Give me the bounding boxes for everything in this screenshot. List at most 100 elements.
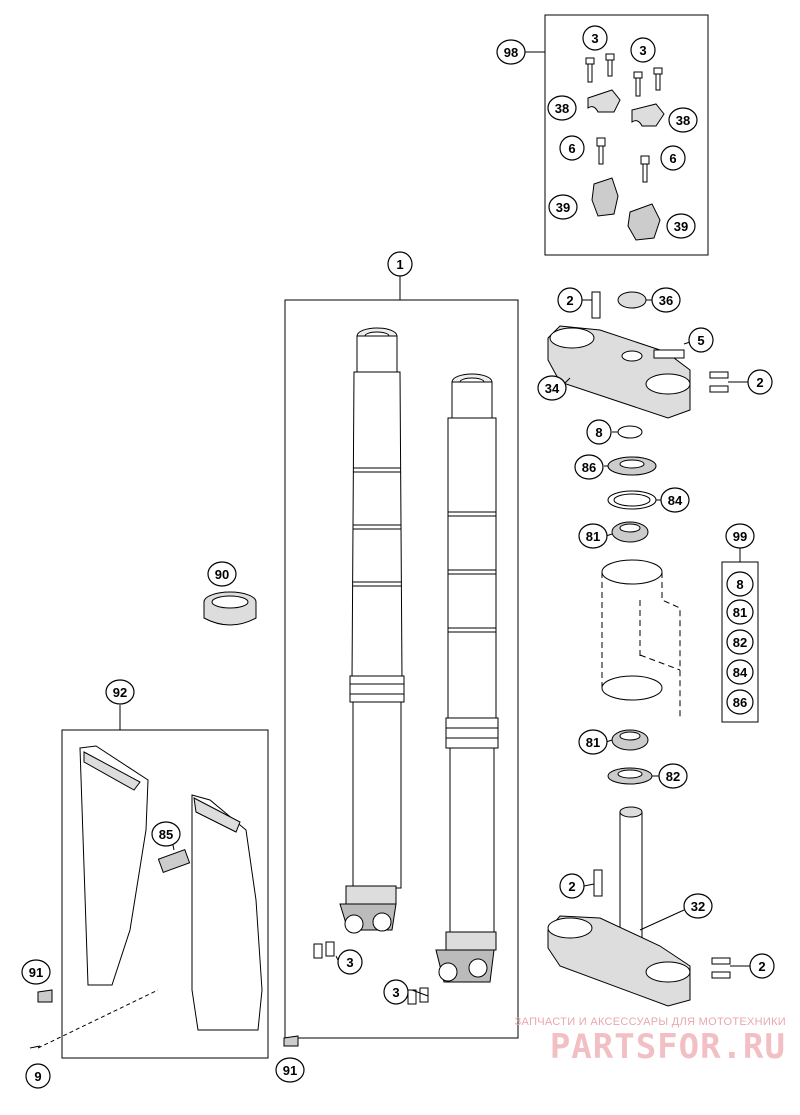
- svg-text:98: 98: [504, 45, 518, 60]
- guard-clip-85: [157, 848, 191, 874]
- clamp-bolts-top: [585, 53, 663, 97]
- steering-head-tube-outline: [601, 559, 681, 720]
- svg-text:91: 91: [283, 1063, 297, 1078]
- callout-32: 32: [683, 893, 713, 919]
- callout-91-b: 91: [275, 1057, 305, 1083]
- upper-triple-clamp: [547, 291, 729, 419]
- callout-85: 85: [151, 821, 181, 847]
- fork-leg-left: [339, 327, 405, 934]
- callout-92: 92: [105, 679, 135, 705]
- callout-84: 84: [660, 487, 690, 513]
- svg-text:3: 3: [639, 43, 646, 58]
- callout-99: 99: [725, 523, 755, 549]
- watermark: ЗАПЧАСТИ И АКСЕССУАРЫ ДЛЯ МОТОТЕХНИКИ PA…: [515, 1016, 786, 1066]
- kit-list-item-86: 86: [726, 689, 754, 715]
- svg-text:39: 39: [556, 200, 570, 215]
- svg-text:2: 2: [756, 375, 763, 390]
- svg-text:81: 81: [586, 529, 600, 544]
- svg-text:99: 99: [733, 529, 747, 544]
- svg-text:81: 81: [586, 735, 600, 750]
- watermark-logo: PARTSFOR.RU: [549, 1027, 786, 1067]
- clamp-bolts-long: [596, 137, 650, 183]
- svg-text:38: 38: [555, 101, 569, 116]
- callout-90: 90: [207, 561, 237, 587]
- svg-text:39: 39: [674, 219, 688, 234]
- svg-text:3: 3: [392, 985, 399, 1000]
- svg-text:86: 86: [582, 460, 596, 475]
- svg-text:86: 86: [733, 695, 747, 710]
- callout-91-a: 91: [21, 959, 51, 985]
- callout-81-b: 81: [578, 729, 608, 755]
- fork-guard-right: [191, 794, 263, 1031]
- svg-text:8: 8: [595, 425, 602, 440]
- guard-screws: [37, 989, 299, 1047]
- svg-text:36: 36: [659, 293, 673, 308]
- svg-text:9: 9: [34, 1069, 41, 1084]
- svg-text:84: 84: [668, 493, 683, 508]
- callout-2-c: 2: [559, 873, 585, 899]
- svg-text:82: 82: [733, 635, 747, 650]
- svg-text:3: 3: [346, 955, 353, 970]
- callout-86: 86: [574, 454, 604, 480]
- svg-text:38: 38: [676, 113, 690, 128]
- fork-assembly-box: [284, 299, 519, 1039]
- callout-2-a: 2: [557, 287, 583, 313]
- callout-38-a: 38: [547, 95, 577, 121]
- kit-box-98: [544, 14, 709, 256]
- callout-3-b: 3: [630, 37, 656, 63]
- svg-text:6: 6: [669, 151, 676, 166]
- callout-39-a: 39: [548, 194, 578, 220]
- callout-36: 36: [651, 287, 681, 313]
- callout-3-c: 3: [337, 949, 363, 975]
- svg-text:84: 84: [733, 665, 748, 680]
- handlebar-clamp-lower: [591, 177, 661, 241]
- svg-text:8: 8: [736, 577, 743, 592]
- callout-6-a: 6: [559, 135, 585, 161]
- svg-text:2: 2: [758, 959, 765, 974]
- kit-list-99-box: [721, 561, 759, 723]
- fork-guard-left: [79, 745, 149, 986]
- svg-text:82: 82: [666, 769, 680, 784]
- callout-6-b: 6: [660, 145, 686, 171]
- fork-guard-box: [61, 729, 269, 1059]
- callout-1: 1: [387, 251, 413, 277]
- lower-triple-clamp: [547, 806, 731, 1007]
- svg-text:2: 2: [568, 879, 575, 894]
- kit-list-item-8: 8: [726, 571, 754, 597]
- kit-list-item-82: 82: [726, 629, 754, 655]
- callout-5: 5: [688, 327, 714, 353]
- fork-cap-part-90: [203, 591, 257, 626]
- svg-text:90: 90: [215, 567, 229, 582]
- watermark-tagline: ЗАПЧАСТИ И АКСЕССУАРЫ ДЛЯ МОТОТЕХНИКИ: [514, 1016, 786, 1028]
- svg-text:92: 92: [113, 685, 127, 700]
- svg-text:3: 3: [591, 31, 598, 46]
- svg-text:1: 1: [396, 257, 403, 272]
- callout-3-a: 3: [582, 25, 608, 51]
- svg-text:6: 6: [568, 141, 575, 156]
- callout-34: 34: [537, 375, 567, 401]
- kit-list-item-84: 84: [726, 659, 754, 685]
- fork-leg-right: [435, 373, 499, 983]
- svg-text:32: 32: [691, 899, 705, 914]
- callout-38-b: 38: [668, 107, 698, 133]
- svg-text:34: 34: [545, 381, 560, 396]
- callout-82: 82: [658, 763, 688, 789]
- callout-9: 9: [25, 1063, 51, 1089]
- steering-bearings-stack: [607, 425, 657, 785]
- svg-text:91: 91: [29, 965, 43, 980]
- callout-81-a: 81: [578, 523, 608, 549]
- svg-text:2: 2: [566, 293, 573, 308]
- callout-39-b: 39: [666, 213, 696, 239]
- svg-text:81: 81: [733, 605, 747, 620]
- callout-3-d: 3: [383, 979, 409, 1005]
- axle-clamp-bolts: [313, 941, 429, 1005]
- handlebar-clamp-upper: [587, 89, 665, 127]
- callout-2-d: 2: [749, 953, 775, 979]
- svg-text:5: 5: [697, 333, 704, 348]
- svg-text:85: 85: [159, 827, 173, 842]
- callout-2-b: 2: [747, 369, 773, 395]
- callout-98: 98: [496, 39, 526, 65]
- kit-list-item-81: 81: [726, 599, 754, 625]
- callout-8: 8: [586, 419, 612, 445]
